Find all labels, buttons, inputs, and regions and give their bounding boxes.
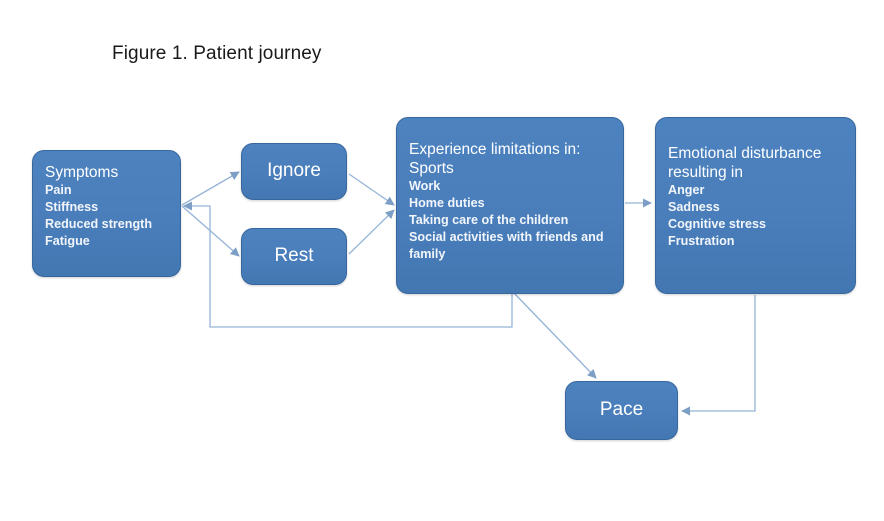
list-item: Work <box>409 179 441 193</box>
list-item: Reduced strength <box>45 217 153 231</box>
node-pace[interactable]: Pace <box>565 381 678 440</box>
node-symptoms-content: Symptoms Pain Stiffness Reduced strength… <box>45 163 172 250</box>
node-limitations-heading: Experience limitations in: Sports <box>409 141 581 177</box>
figure-title: Figure 1. Patient journey <box>112 43 322 64</box>
list-item: Anger <box>668 183 705 197</box>
node-limitations-list: Work Home duties Taking care of the chil… <box>409 178 615 263</box>
connector-emotional-to-pace <box>681 295 756 416</box>
node-limitations[interactable]: Experience limitations in: Sports Work H… <box>396 117 624 294</box>
node-symptoms-list: Pain Stiffness Reduced strength Fatigue <box>45 182 172 250</box>
node-rest-label: Rest <box>274 245 314 266</box>
connector-ignore-to-limitations <box>348 173 395 206</box>
list-item: Stiffness <box>45 200 99 214</box>
connector-limitations-to-pace <box>512 291 597 379</box>
node-pace-label: Pace <box>599 399 644 420</box>
node-ignore[interactable]: Ignore <box>241 143 347 200</box>
node-emotional-heading: Emotional disturbance resulting in <box>668 145 822 181</box>
list-item: Cognitive stress <box>668 217 766 231</box>
list-item: Fatigue <box>45 234 90 248</box>
list-item: Frustration <box>668 234 735 248</box>
node-rest[interactable]: Rest <box>241 228 347 285</box>
node-emotional-content: Emotional disturbance resulting in Anger… <box>668 144 847 250</box>
node-ignore-label: Ignore <box>267 160 321 181</box>
node-emotional-list: Anger Sadness Cognitive stress Frustrati… <box>668 182 847 250</box>
list-item: Pain <box>45 183 72 197</box>
connector-symptoms-to-ignore <box>181 171 240 206</box>
list-item: Social activities with friends and <box>409 230 604 244</box>
list-item: Taking care of the children <box>409 213 569 227</box>
list-item: Sadness <box>668 200 720 214</box>
node-emotional-disturbance[interactable]: Emotional disturbance resulting in Anger… <box>655 117 856 294</box>
node-symptoms[interactable]: Symptoms Pain Stiffness Reduced strength… <box>32 150 181 277</box>
node-limitations-content: Experience limitations in: Sports Work H… <box>409 140 615 263</box>
node-symptoms-heading: Symptoms <box>45 164 119 181</box>
list-item: family <box>409 247 446 261</box>
list-item: Home duties <box>409 196 485 210</box>
connector-rest-to-limitations <box>348 209 395 255</box>
connector-symptoms-to-rest <box>181 205 240 257</box>
